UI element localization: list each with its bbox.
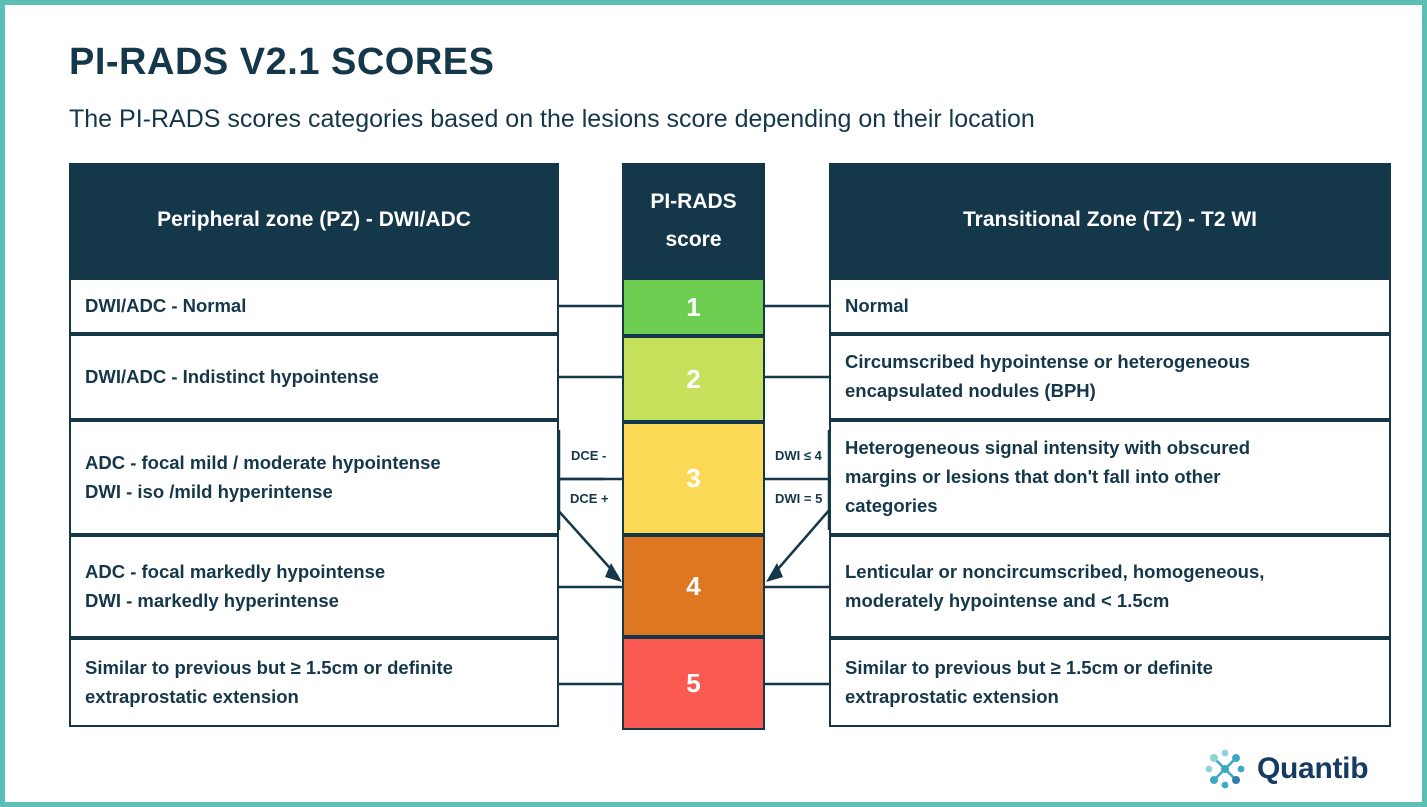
score-badge-5: 5 xyxy=(622,637,765,730)
right-cell-line: extraprostatic extension xyxy=(845,685,1059,707)
score-badge-4: 4 xyxy=(622,535,765,637)
right-column-header: Transitional Zone (TZ) - T2 WI xyxy=(829,163,1391,278)
left-cell-line: ADC - focal markedly hypointense xyxy=(85,560,386,582)
right-cell-line: encapsulated nodules (BPH) xyxy=(845,380,1096,401)
left-cell-line: extraprostatic extension xyxy=(85,685,299,707)
left-cell-line: ADC - focal mild / moderate hypointense xyxy=(85,451,441,473)
table-row: Normal xyxy=(829,278,1391,334)
center-column-header-line1: PI-RADS xyxy=(650,189,737,213)
right-cell-line: Lenticular or noncircumscribed, homogene… xyxy=(845,560,1265,582)
score-badge-3: 3 xyxy=(622,422,765,535)
right-cell-line: Normal xyxy=(845,294,909,316)
score-value: 3 xyxy=(686,463,701,493)
score-badge-2: 2 xyxy=(622,336,765,422)
connector-label-dwi-eq-5: DWI = 5 xyxy=(775,491,823,506)
page-title: PI-RADS V2.1 SCORES xyxy=(69,41,495,83)
table-row: Heterogeneous signal intensity with obsc… xyxy=(829,420,1391,535)
page-subtitle: The PI-RADS scores categories based on t… xyxy=(69,105,1035,133)
quantib-node-network-icon xyxy=(1205,749,1245,789)
center-column-header-line2: score xyxy=(665,227,722,251)
table-row: Similar to previous but ≥ 1.5cm or defin… xyxy=(69,638,559,727)
left-cell-line: DWI/ADC - Normal xyxy=(85,294,247,316)
table-row: ADC - focal mild / moderate hypointense … xyxy=(69,420,559,535)
table-row: Similar to previous but ≥ 1.5cm or defin… xyxy=(829,638,1391,727)
center-column-header: PI-RADS score xyxy=(622,163,765,278)
table-row: ADC - focal markedly hypointense DWI - m… xyxy=(69,535,559,638)
right-cell-line: Similar to previous but ≥ 1.5cm or defin… xyxy=(845,656,1213,678)
score-badge-1: 1 xyxy=(622,278,765,336)
right-cell-line: moderately hypointense and < 1.5cm xyxy=(845,589,1170,611)
score-value: 4 xyxy=(686,570,701,601)
quantib-logo-text: Quantib xyxy=(1257,752,1369,785)
table-row: DWI/ADC - Normal xyxy=(69,278,559,334)
right-cell-line: margins or lesions that don't fall into … xyxy=(845,466,1221,488)
right-cell-line: categories xyxy=(845,494,938,516)
table-row: Lenticular or noncircumscribed, homogene… xyxy=(829,535,1391,638)
score-value: 2 xyxy=(686,363,701,394)
connector-label-dce-negative: DCE - xyxy=(571,448,607,463)
left-column-header: Peripheral zone (PZ) - DWI/ADC xyxy=(69,163,559,278)
right-cell-line: Circumscribed hypointense or heterogeneo… xyxy=(845,351,1251,373)
score-value: 5 xyxy=(686,668,701,698)
right-cell-line: Heterogeneous signal intensity with obsc… xyxy=(845,437,1251,459)
left-cell-line: DWI - iso /mild hyperintense xyxy=(85,480,333,502)
quantib-logo: Quantib xyxy=(1203,747,1369,791)
left-cell-line: DWI - markedly hyperintense xyxy=(85,589,339,611)
connector-label-dce-positive: DCE + xyxy=(570,491,609,506)
score-value: 1 xyxy=(686,291,701,322)
connector-label-dwi-le-4: DWI ≤ 4 xyxy=(775,448,822,463)
left-cell-line: Similar to previous but ≥ 1.5cm or defin… xyxy=(85,656,453,678)
table-row: Circumscribed hypointense or heterogeneo… xyxy=(829,334,1391,420)
left-cell-line: DWI/ADC - Indistinct hypointense xyxy=(85,365,379,387)
table-row: DWI/ADC - Indistinct hypointense xyxy=(69,334,559,420)
